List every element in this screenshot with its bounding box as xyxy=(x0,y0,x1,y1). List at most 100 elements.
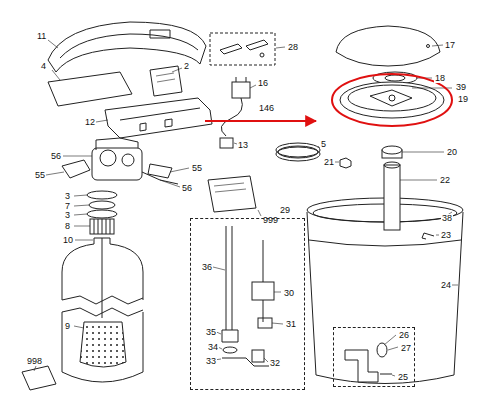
callout-number: 32 xyxy=(269,359,281,368)
leader-line xyxy=(384,335,396,345)
brine-valve-assembly xyxy=(226,226,232,330)
leader-line xyxy=(274,292,281,293)
bracket-tray xyxy=(105,98,212,138)
leader-line xyxy=(392,375,395,376)
leader-line xyxy=(170,168,189,172)
overflow-elbow xyxy=(377,343,387,357)
callout-number: 4 xyxy=(40,62,47,71)
panel xyxy=(48,72,132,106)
leader-line xyxy=(402,152,444,153)
manual-booklet xyxy=(208,176,256,212)
callout-number: 30 xyxy=(283,289,295,298)
callout-number: 55 xyxy=(34,171,46,180)
brine-valve-assembly xyxy=(252,282,274,300)
leader-line xyxy=(74,205,89,206)
leader-line xyxy=(250,85,256,88)
resin-tank xyxy=(102,238,103,318)
tank-lid xyxy=(427,45,430,48)
leader-line xyxy=(52,70,60,80)
callout-number: 3 xyxy=(64,192,71,201)
callout-number: 24 xyxy=(440,281,452,290)
o-ring xyxy=(87,191,117,199)
o-ring xyxy=(87,210,117,218)
callout-number: 56 xyxy=(181,184,193,193)
leader-line xyxy=(258,210,261,216)
leader-line xyxy=(213,267,225,270)
connector-block xyxy=(220,138,233,148)
clip-inset xyxy=(260,53,264,57)
clip-inset xyxy=(220,40,268,54)
brine-valve-assembly xyxy=(222,330,238,342)
leader-line xyxy=(272,323,283,324)
inset-box: 262725 xyxy=(333,327,415,387)
leader-line xyxy=(432,45,443,46)
leader-line xyxy=(46,172,64,175)
brine-well xyxy=(384,165,400,230)
leader-line xyxy=(436,235,439,236)
callout-number: 20 xyxy=(446,148,458,157)
callout-number: 26 xyxy=(398,331,410,340)
leader-line xyxy=(96,120,108,122)
control-valve xyxy=(62,138,178,184)
distributor-basket xyxy=(80,322,126,367)
cover xyxy=(48,22,206,72)
control-valve xyxy=(142,172,178,184)
strainer xyxy=(90,219,114,234)
overflow-elbow xyxy=(380,374,392,375)
leader-line xyxy=(63,156,92,157)
tank-cover-plate xyxy=(340,82,444,118)
tank-cover-plate xyxy=(340,82,444,118)
leader-line xyxy=(172,68,182,72)
cover xyxy=(60,34,198,58)
callout-number: 34 xyxy=(207,343,219,352)
callout-number: 10 xyxy=(62,236,74,245)
callout-number: 9 xyxy=(64,322,71,331)
tank-cover-plate xyxy=(348,85,436,111)
highlight-callout xyxy=(205,120,316,122)
clip-inset xyxy=(210,33,275,65)
callout-number: 146 xyxy=(258,104,275,113)
control-valve xyxy=(100,150,116,166)
brine-tank xyxy=(309,240,461,246)
callout-number: 998 xyxy=(26,357,43,366)
callout-number: 2 xyxy=(183,62,190,71)
callout-number: 17 xyxy=(444,41,456,50)
cover xyxy=(48,22,206,72)
callout-number: 16 xyxy=(257,79,269,88)
control-valve xyxy=(62,160,90,178)
screw xyxy=(422,233,434,239)
tank-cover-plate xyxy=(370,90,412,106)
leader-line xyxy=(74,195,87,196)
callout-number: 39 xyxy=(455,83,467,92)
tube-cap xyxy=(382,146,402,154)
callout-number: 11 xyxy=(36,32,47,41)
tube-cap xyxy=(382,146,402,158)
exploded-view xyxy=(384,162,400,168)
callout-number: 5 xyxy=(320,140,327,149)
transformer xyxy=(236,77,246,82)
leader-line xyxy=(264,358,268,362)
callout-number: 7 xyxy=(64,202,71,211)
callout-number: 19 xyxy=(457,95,469,104)
leader-line xyxy=(276,47,285,48)
leader-line xyxy=(400,180,437,181)
resin-tank xyxy=(62,238,143,382)
leader-line xyxy=(48,40,58,48)
wire-coil xyxy=(276,143,320,157)
ring xyxy=(89,201,115,209)
strainer xyxy=(90,219,114,234)
callout-number: 13 xyxy=(237,141,249,150)
overflow-elbow xyxy=(345,343,392,382)
callout-number: 56 xyxy=(50,152,62,161)
wire-coil xyxy=(276,143,320,161)
brine-valve-assembly xyxy=(223,347,237,353)
exploded-view xyxy=(156,73,175,82)
brine-tank xyxy=(307,212,463,384)
leader-line xyxy=(34,40,458,376)
callout-number: 35 xyxy=(205,328,217,337)
callout-number: 12 xyxy=(84,118,96,127)
brine-valve-assembly xyxy=(258,318,272,328)
